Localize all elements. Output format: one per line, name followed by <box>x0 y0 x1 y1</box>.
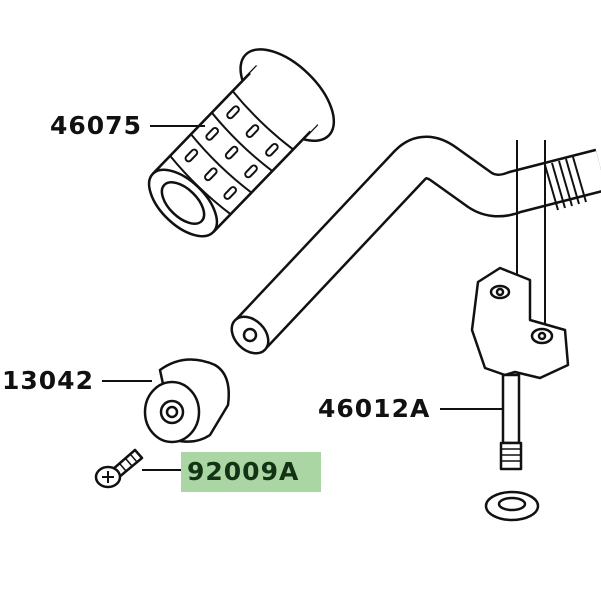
handlebar[interactable] <box>225 135 601 360</box>
label-46012a[interactable]: 46012A <box>318 394 431 423</box>
bar-end-13042[interactable] <box>143 358 230 444</box>
grip-46075[interactable] <box>126 33 350 259</box>
screw-92009a[interactable] <box>94 448 144 489</box>
handlebar-holder[interactable] <box>470 266 570 380</box>
bolt-46012a[interactable] <box>484 373 540 522</box>
label-13042[interactable]: 13042 <box>2 366 94 395</box>
label-92009a-highlighted[interactable]: 92009A <box>181 452 321 492</box>
label-46075[interactable]: 46075 <box>50 111 142 140</box>
holder-bolts <box>516 140 546 330</box>
leader-lines <box>102 125 503 471</box>
